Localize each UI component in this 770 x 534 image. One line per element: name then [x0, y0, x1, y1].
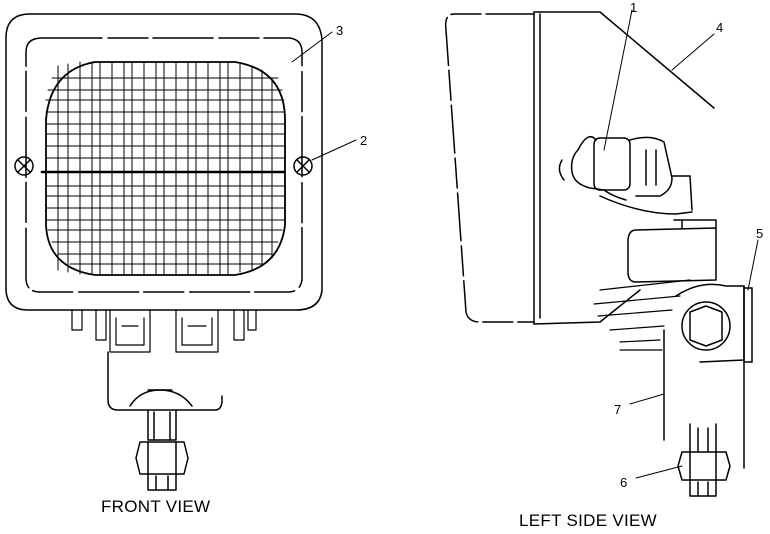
side-bracket-arm	[664, 284, 752, 468]
leader-7	[630, 394, 664, 404]
lens-grid	[46, 62, 284, 274]
right-screw	[294, 157, 312, 175]
callout-3: 3	[336, 23, 343, 38]
callout-2: 2	[360, 133, 367, 148]
side-lens-dome	[446, 14, 534, 322]
side-housing	[534, 12, 714, 324]
mount-bracket	[108, 352, 222, 410]
bezel-inner	[26, 38, 302, 292]
leader-2	[312, 140, 356, 160]
leader-1	[604, 10, 632, 150]
lens-outline	[46, 62, 285, 275]
leader-4	[672, 34, 714, 70]
front-view: 3 2	[6, 14, 367, 490]
leader-3	[292, 32, 332, 62]
mount-block	[628, 220, 716, 282]
callout-7: 7	[614, 402, 621, 417]
front-view-caption: FRONT VIEW	[101, 497, 211, 516]
callout-5: 5	[756, 226, 763, 241]
side-view-caption: LEFT SIDE VIEW	[519, 511, 658, 530]
leader-5	[748, 240, 758, 290]
lower-bracket	[594, 280, 690, 350]
side-view: 1 4 5 7 6	[446, 0, 763, 496]
bulb-socket	[559, 137, 692, 214]
front-bolt	[136, 410, 188, 490]
left-screw	[15, 157, 33, 175]
callout-1: 1	[630, 0, 637, 15]
housing-outline	[6, 14, 322, 310]
side-bolt	[678, 424, 730, 496]
leader-6	[636, 466, 682, 478]
bottom-tabs	[72, 310, 256, 352]
callout-4: 4	[716, 20, 723, 35]
stud-head	[130, 390, 192, 406]
callout-6: 6	[620, 475, 627, 490]
